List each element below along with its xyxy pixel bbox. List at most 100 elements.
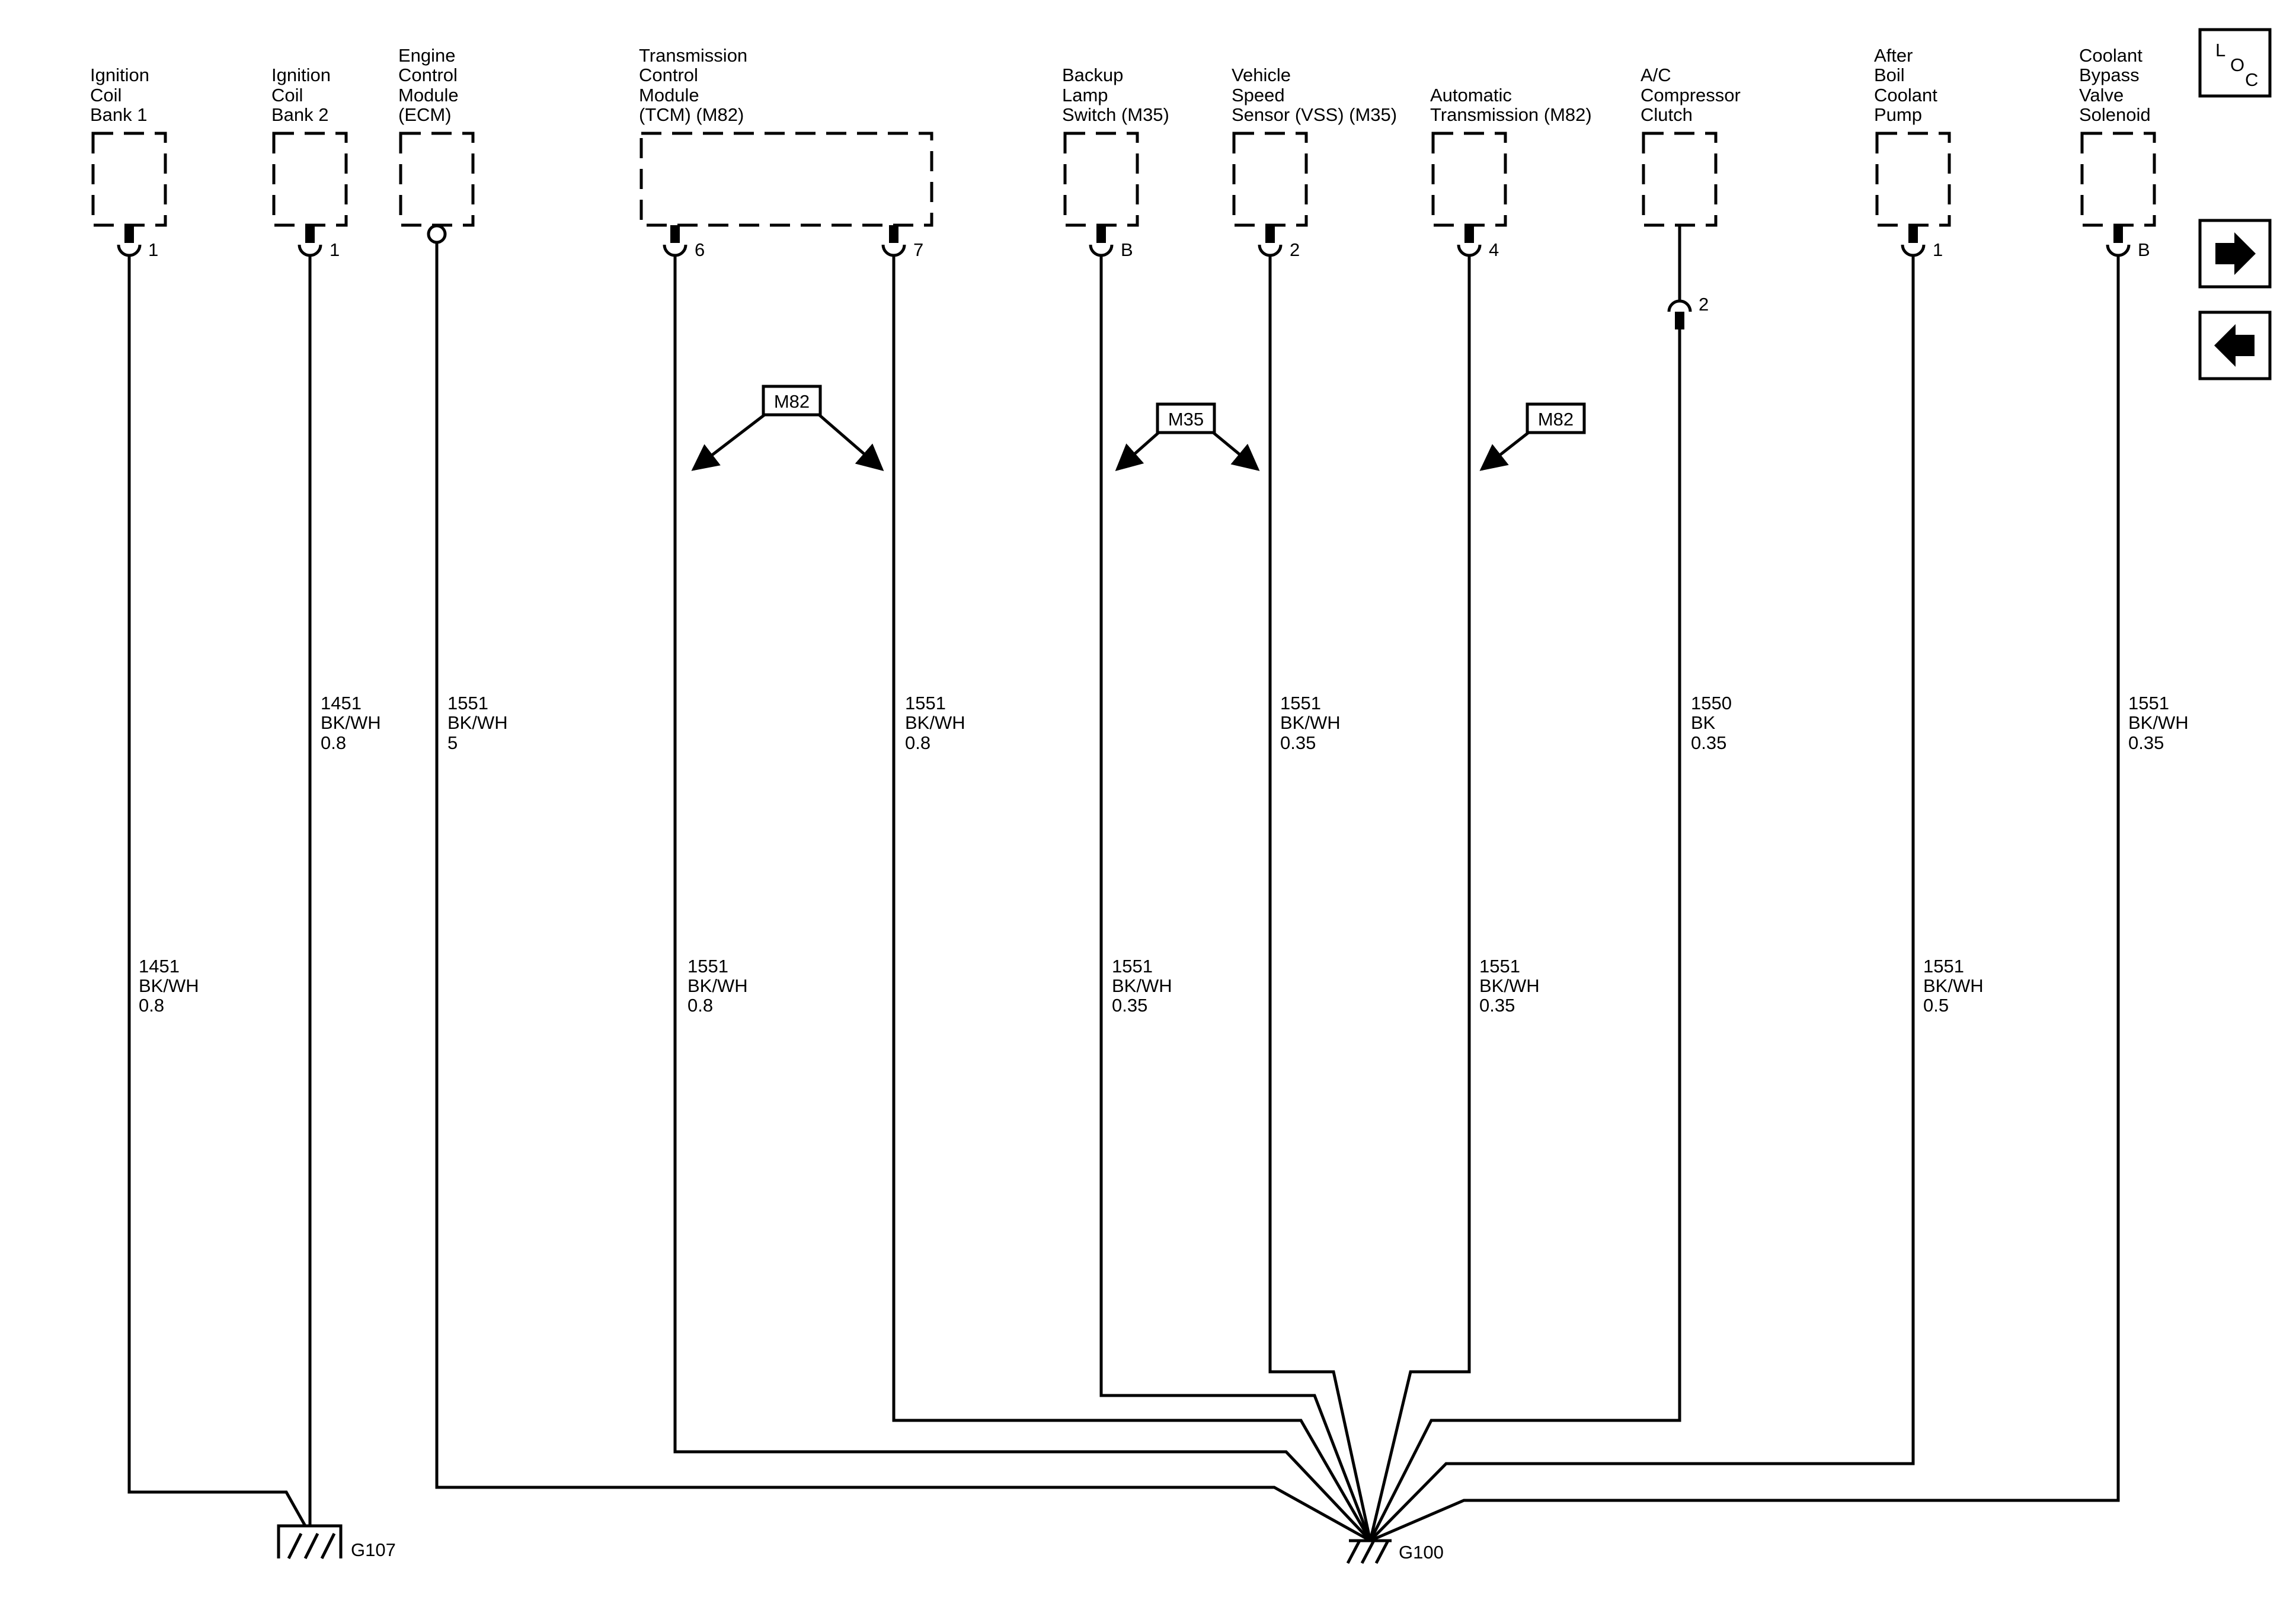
svg-text:Bank 2: Bank 2 [271,104,329,125]
wire-label-ecm-upper: 1551 BK/WH 5 [447,693,508,753]
svg-text:M82: M82 [1538,409,1574,430]
svg-text:1551: 1551 [905,693,946,713]
svg-text:G100: G100 [1399,1542,1444,1563]
svg-text:O: O [2230,55,2244,75]
svg-text:0.8: 0.8 [139,995,164,1016]
svg-text:Clutch: Clutch [1641,104,1693,125]
wire-label-ign2-upper: 1451 BK/WH 0.8 [321,693,381,753]
wire-ign1 [127,255,307,1527]
svg-text:Speed: Speed [1232,85,1285,105]
component-label-tcm: Transmission Control Module (TCM) (M82) [639,45,747,125]
svg-text:(ECM): (ECM) [398,104,452,125]
svg-text:Compressor: Compressor [1641,85,1741,105]
svg-text:BK/WH: BK/WH [1280,712,1341,733]
component-box-backup-lamp-switch [1063,132,1139,227]
connector-pin-pump: 1 [1901,225,1943,260]
svg-text:Engine: Engine [398,45,456,66]
svg-text:0.35: 0.35 [2128,732,2164,753]
svg-text:Module: Module [398,85,459,105]
connector-pin-bypass: B [2106,225,2150,260]
component-label-automatic-transmission: Automatic Transmission (M82) [1430,85,1592,125]
component-label-coolant-bypass-valve-solenoid: Coolant Bypass Valve Solenoid [2079,45,2151,125]
connector-pin-ign1: 1 [117,225,158,260]
wire-label-ign1-lower: 1451 BK/WH 0.8 [139,956,199,1016]
wire-label-bypass-upper: 1551 BK/WH 0.35 [2128,693,2189,753]
svg-text:Switch (M35): Switch (M35) [1062,104,1169,125]
svg-text:Transmission (M82): Transmission (M82) [1430,104,1592,125]
component-label-backup-lamp-switch: Backup Lamp Switch (M35) [1062,65,1169,125]
svg-text:2: 2 [1290,239,1300,260]
option-tag-backup-vss: M35 [1115,402,1260,471]
svg-text:2: 2 [1699,294,1709,315]
svg-text:Boil: Boil [1874,65,1905,85]
component-box-ac-compressor-clutch [1642,132,1718,227]
component-box-ignition-coil-bank-1 [91,132,167,227]
wire-label-pump-lower: 1551 BK/WH 0.5 [1923,956,1984,1016]
loc-button[interactable]: L O C [2198,28,2272,98]
svg-text:1551: 1551 [1923,956,1964,977]
wire-ac [1368,329,1681,1542]
next-page-button[interactable] [2198,219,2272,289]
connector-pin-vss: 2 [1258,225,1300,260]
svg-text:0.8: 0.8 [687,995,713,1016]
component-box-coolant-bypass-valve-solenoid [2080,132,2156,227]
svg-text:L: L [2215,40,2225,60]
wire-label-vss-upper: 1551 BK/WH 0.35 [1280,693,1341,753]
component-box-ecm [399,132,475,227]
component-label-after-boil-coolant-pump: After Boil Coolant Pump [1874,45,1937,125]
prev-page-button[interactable] [2198,311,2272,380]
svg-text:Bank 1: Bank 1 [90,104,148,125]
connector-pin-ecm [427,224,447,244]
svg-text:B: B [2138,239,2150,260]
svg-text:Solenoid: Solenoid [2079,104,2151,125]
wire-label-ac-upper: 1550 BK 0.35 [1691,693,1732,753]
svg-text:Coolant: Coolant [1874,85,1937,105]
svg-text:BK/WH: BK/WH [321,712,381,733]
ground-g100: G100 [1346,1539,1444,1564]
svg-text:BK/WH: BK/WH [1479,975,1540,996]
svg-text:Control: Control [398,65,458,85]
svg-text:1: 1 [148,239,158,260]
connector-pin-backup: B [1089,225,1133,260]
svg-text:1451: 1451 [321,693,362,713]
ground-g107: G107 [277,1524,396,1560]
component-label-ecm: Engine Control Module (ECM) [398,45,459,125]
svg-text:Ignition: Ignition [90,65,149,85]
svg-text:0.8: 0.8 [321,732,346,753]
svg-text:1: 1 [330,239,340,260]
wire-bypass [1370,255,2120,1542]
svg-text:Bypass: Bypass [2079,65,2140,85]
connector-pin-tcm-6: 6 [663,225,705,260]
component-box-automatic-transmission [1431,132,1507,227]
svg-text:C: C [2245,69,2258,90]
svg-text:BK/WH: BK/WH [447,712,508,733]
svg-text:Valve: Valve [2079,85,2124,105]
svg-text:BK/WH: BK/WH [687,975,748,996]
wire-label-tcm7-upper: 1551 BK/WH 0.8 [905,693,965,753]
wire-autotrans [1368,255,1471,1541]
component-label-ac-compressor-clutch: A/C Compressor Clutch [1641,65,1741,125]
wire-label-backup-lower: 1551 BK/WH 0.35 [1112,956,1172,1016]
svg-text:1: 1 [1933,239,1943,260]
wire-label-autotrans-lower: 1551 BK/WH 0.35 [1479,956,1540,1016]
wire-tcm-7 [892,255,1372,1542]
svg-text:Pump: Pump [1874,104,1922,125]
wire-vss [1268,255,1372,1541]
component-label-ignition-coil-bank-1: Ignition Coil Bank 1 [90,65,149,125]
svg-text:1551: 1551 [687,956,728,977]
svg-text:G107: G107 [351,1539,396,1560]
svg-text:Transmission: Transmission [639,45,747,66]
svg-text:1451: 1451 [139,956,180,977]
svg-text:0.8: 0.8 [905,732,930,753]
svg-text:0.5: 0.5 [1923,995,1949,1016]
svg-text:1551: 1551 [447,693,488,713]
svg-text:0.35: 0.35 [1112,995,1147,1016]
svg-text:M82: M82 [774,391,810,412]
svg-text:5: 5 [447,732,458,753]
svg-text:A/C: A/C [1641,65,1671,85]
svg-text:1551: 1551 [1280,693,1321,713]
svg-text:Vehicle: Vehicle [1232,65,1291,85]
svg-text:(TCM) (M82): (TCM) (M82) [639,104,744,125]
svg-text:Coolant: Coolant [2079,45,2142,66]
